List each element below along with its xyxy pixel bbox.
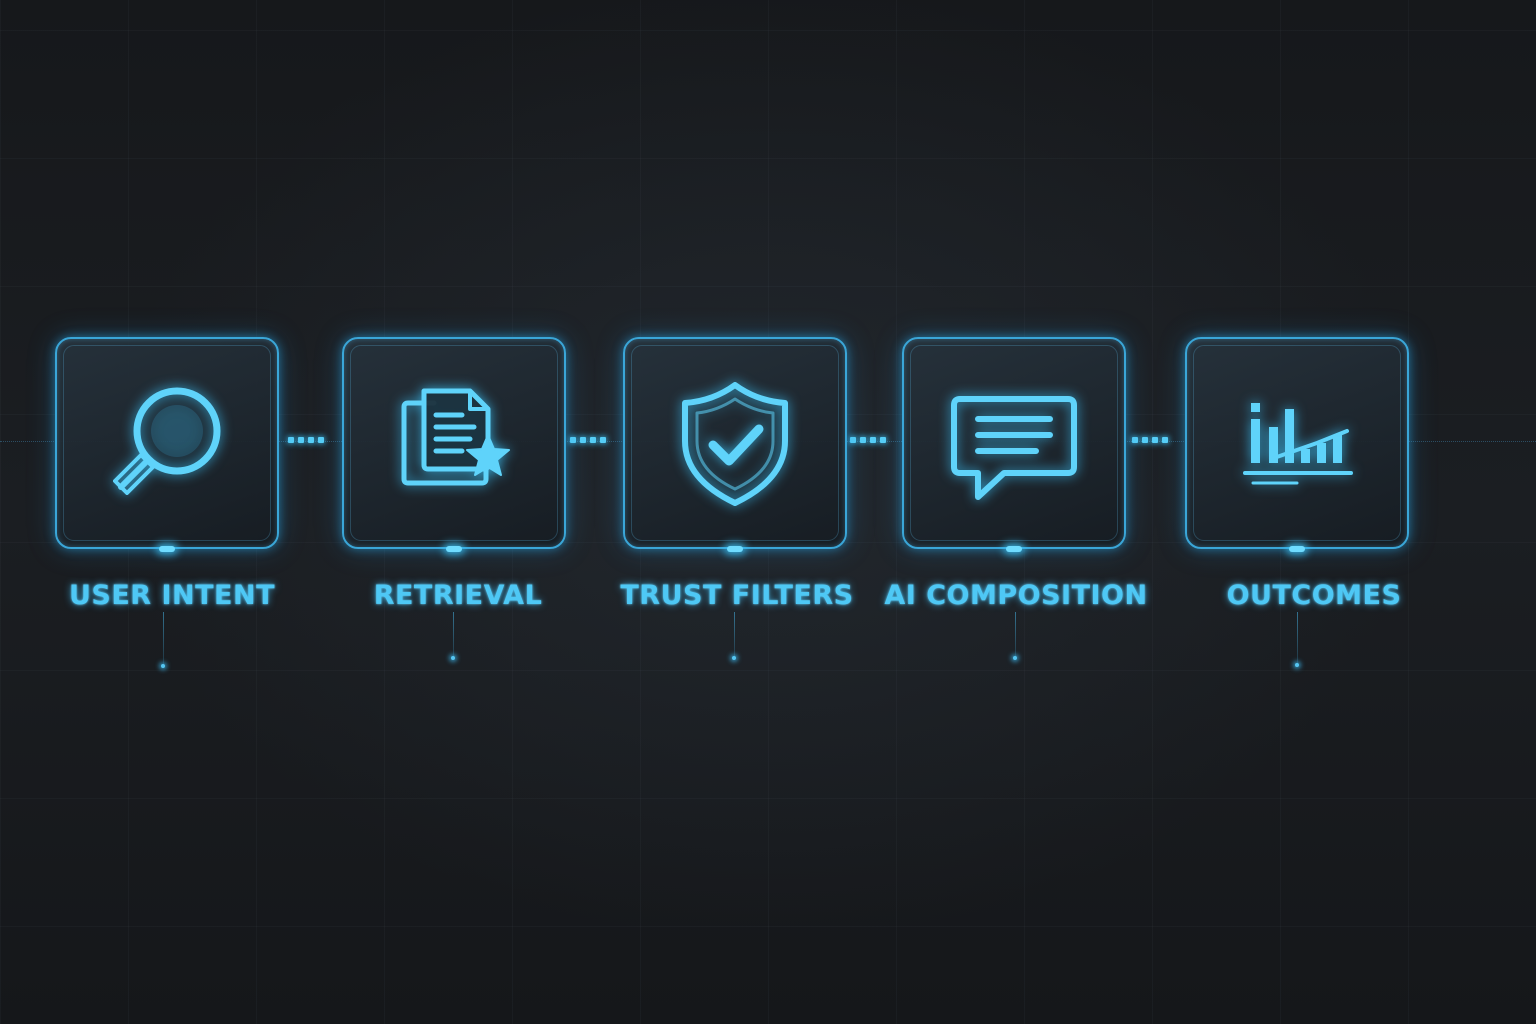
drop-dot <box>1295 663 1299 667</box>
connector-1-2 <box>288 434 324 446</box>
drop-dot <box>161 664 165 668</box>
shield-check-icon <box>665 373 805 513</box>
drop-line <box>163 612 164 666</box>
drop-line <box>453 612 454 658</box>
drop-dot <box>1013 656 1017 660</box>
stage-trust-filters <box>623 337 847 552</box>
drop-dot <box>451 656 455 660</box>
stage-outcomes <box>1185 337 1409 552</box>
stage-label-trust-filters: TRUST FILTERS <box>620 580 854 611</box>
stage-retrieval <box>342 337 566 552</box>
document-star-icon <box>384 373 524 513</box>
stage-port <box>159 546 175 552</box>
magnifier-icon <box>97 373 237 513</box>
connector-2-3 <box>570 434 606 446</box>
stage-label-outcomes: OUTCOMES <box>1226 580 1402 611</box>
stage-label-retrieval: RETRIEVAL <box>373 580 543 611</box>
drop-line <box>734 612 735 658</box>
chat-bubble-icon <box>944 373 1084 513</box>
drop-dot <box>732 656 736 660</box>
bar-chart-icon <box>1227 373 1367 513</box>
stage-port <box>446 546 462 552</box>
stage-ai-composition <box>902 337 1126 552</box>
connector-4-5 <box>1132 434 1168 446</box>
stage-port <box>727 546 743 552</box>
connector-3-4 <box>850 434 886 446</box>
stage-label-user-intent: USER INTENT <box>68 580 276 611</box>
stage-port <box>1006 546 1022 552</box>
stage-port <box>1289 546 1305 552</box>
stage-user-intent <box>55 337 279 552</box>
drop-line <box>1297 612 1298 666</box>
stage-label-ai-composition: AI COMPOSITION <box>884 580 1148 611</box>
drop-line <box>1015 612 1016 658</box>
